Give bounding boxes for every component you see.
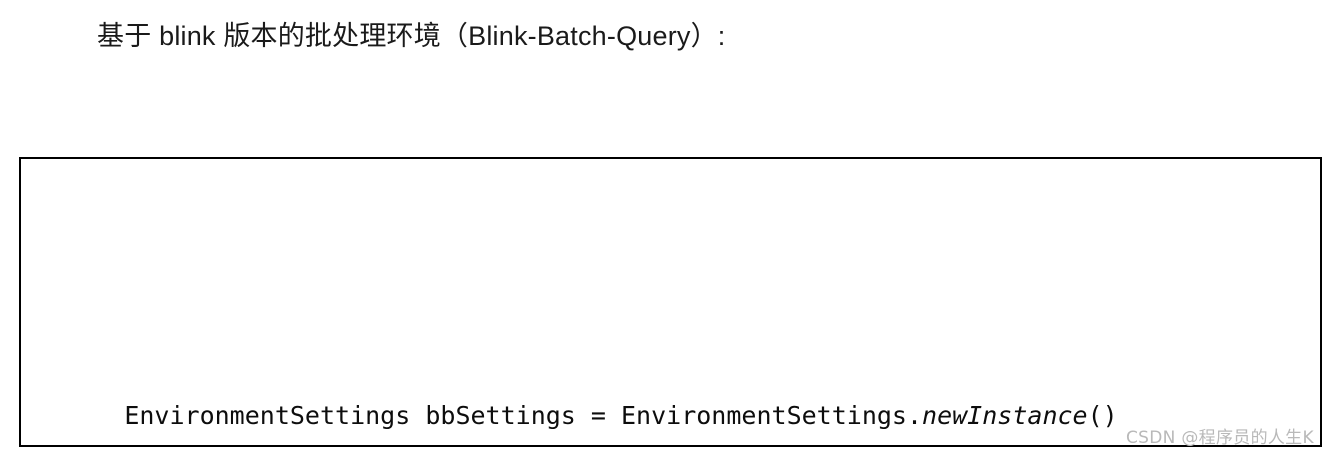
code-segment: () [1087,401,1118,430]
code-listing: EnvironmentSettings bbSettings = Environ… [34,167,1320,445]
code-block: EnvironmentSettings bbSettings = Environ… [19,157,1322,447]
code-segment: EnvironmentSettings bbSettings = Environ… [124,401,923,430]
page-title: 基于 blink 版本的批处理环境（Blink-Batch-Query）: [97,21,726,51]
code-segment-italic: newInstance [922,401,1088,430]
code-line: EnvironmentSettings bbSettings = Environ… [34,309,1320,430]
